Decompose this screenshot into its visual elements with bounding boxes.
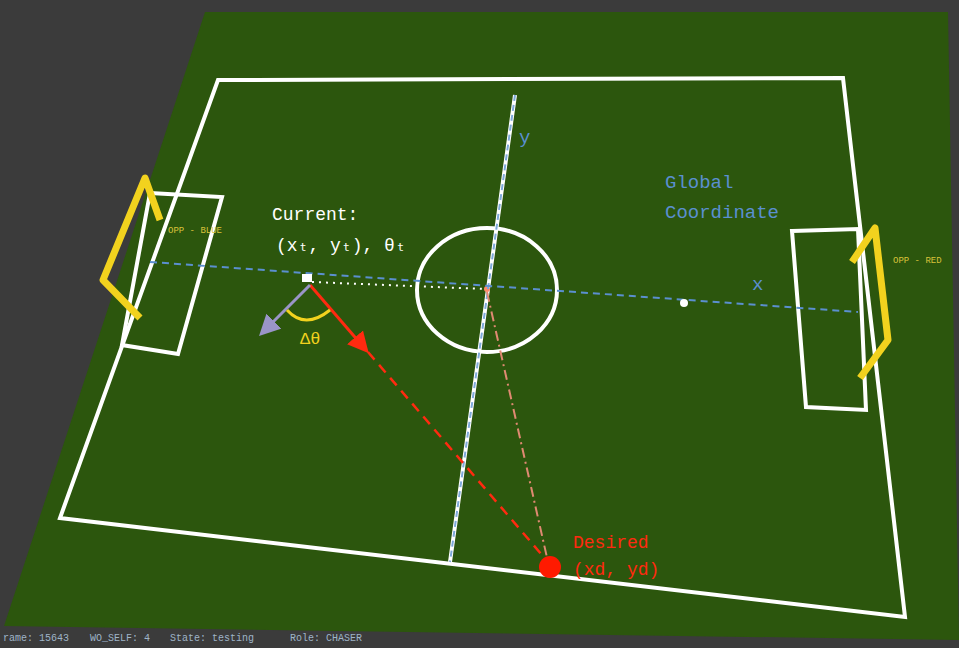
angle-arc — [287, 310, 330, 320]
angle-label: Δθ — [300, 330, 320, 350]
dash-dot-line — [487, 292, 548, 562]
robot-marker — [302, 274, 312, 282]
ball-dot — [680, 299, 688, 307]
pose-label: Current: — [272, 205, 358, 226]
pitch-lines — [60, 78, 905, 617]
dotted-line — [312, 282, 485, 289]
desired-point — [539, 556, 561, 578]
pose-label: (xₜ, yₜ), θₜ — [276, 236, 406, 257]
red-dashed-line — [368, 352, 548, 562]
target-label: (xd, yd) — [573, 560, 659, 581]
pitch-ground — [4, 12, 959, 640]
status-text: rame: 15643 — [3, 633, 69, 645]
status-text: Role: CHASER — [290, 633, 362, 645]
x-axis — [150, 262, 858, 312]
axis-label: x — [752, 275, 763, 297]
y-axis — [450, 95, 515, 562]
axis-label: y — [519, 128, 530, 150]
team-label: OPP - RED — [893, 256, 942, 266]
frame-title: Global Coordinate — [665, 168, 785, 229]
status-text: State: testing — [170, 633, 254, 645]
orientation-arrow — [262, 285, 310, 333]
team-label: OPP - BLUE — [168, 226, 222, 236]
target-label: Desired — [573, 533, 649, 554]
status-text: WO_SELF: 4 — [90, 633, 150, 645]
